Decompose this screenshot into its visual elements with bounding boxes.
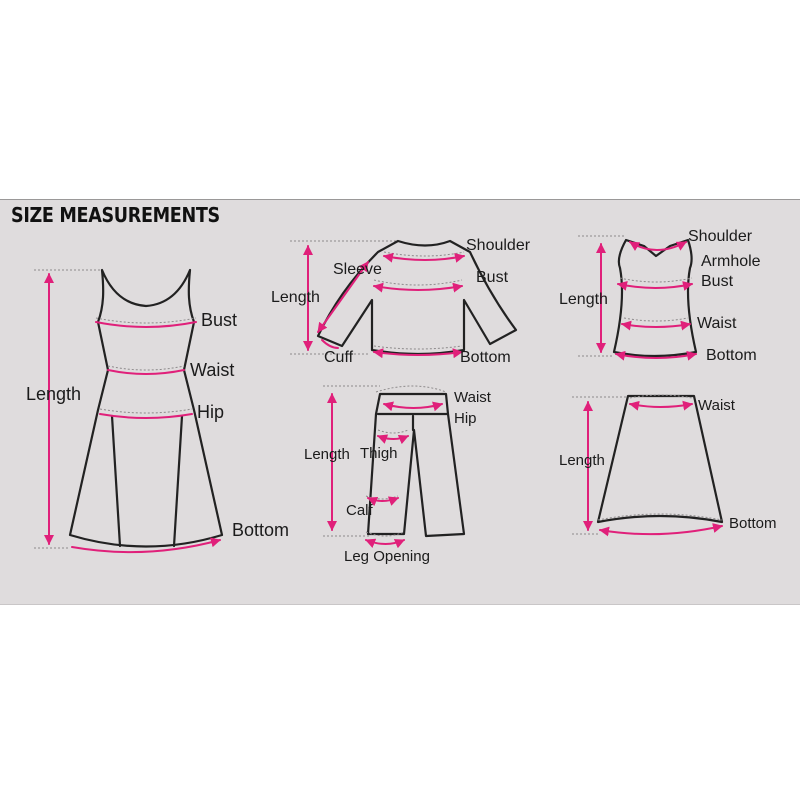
long-sleeve-top-icon [316, 239, 518, 356]
pants-hip-label: Hip [454, 410, 477, 427]
shirt-diagram: Length Sleeve Shoulder Bust Cuff Bottom [271, 237, 531, 366]
dress-icon [68, 268, 224, 548]
pants-calf-label: Calf [346, 502, 374, 519]
pants-icon [366, 392, 466, 538]
page-title: SIZE MEASUREMENTS [11, 203, 220, 227]
skirt-length-label: Length [559, 452, 605, 469]
tank-diagram: Length Shoulder Armhole Bust Waist Botto… [559, 228, 761, 364]
skirt-icon [596, 394, 724, 524]
tank-length-label: Length [559, 291, 608, 308]
tank-shoulder-label: Shoulder [688, 228, 753, 245]
shirt-cuff-label: Cuff [324, 349, 354, 366]
skirt-diagram: Length Waist Bottom [559, 394, 777, 537]
pants-leg-opening-label: Leg Opening [344, 548, 430, 565]
dress-bottom-label: Bottom [232, 520, 289, 540]
shirt-bottom-label: Bottom [460, 349, 511, 366]
pants-diagram: Length Thigh Calf Waist Hip Leg Opening [304, 385, 492, 565]
dress-waist-label: Waist [190, 360, 234, 380]
shirt-sleeve-label: Sleeve [333, 261, 382, 278]
shirt-shoulder-label: Shoulder [466, 237, 531, 254]
dress-diagram: Length Bust Waist Hip Bottom [26, 268, 289, 554]
shirt-length-label: Length [271, 289, 320, 306]
dress-length-label: Length [26, 384, 81, 404]
pants-thigh-label: Thigh [360, 445, 398, 462]
skirt-bottom-label: Bottom [729, 515, 777, 532]
tank-bottom-label: Bottom [706, 347, 757, 364]
tank-bust-label: Bust [701, 273, 734, 290]
pants-waist-label: Waist [454, 389, 492, 406]
pants-length-label: Length [304, 446, 350, 463]
shirt-bust-label: Bust [476, 269, 509, 286]
dress-hip-label: Hip [197, 402, 224, 422]
tank-waist-label: Waist [697, 315, 737, 332]
dress-bust-label: Bust [201, 310, 237, 330]
tank-armhole-label: Armhole [701, 253, 761, 270]
skirt-waist-label: Waist [698, 397, 736, 414]
tank-top-icon [612, 238, 698, 358]
